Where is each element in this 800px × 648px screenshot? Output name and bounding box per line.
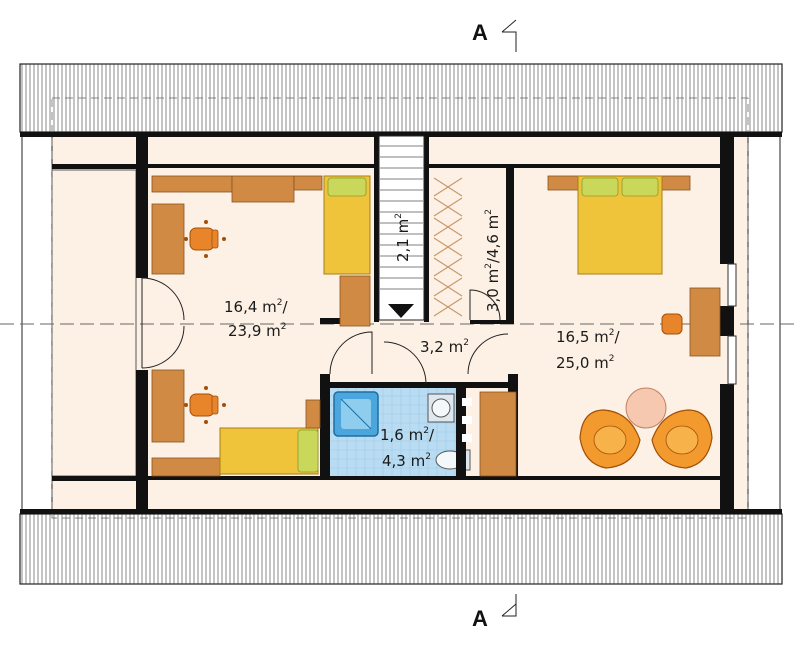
right-room-furniture	[479, 175, 721, 477]
coffee-table	[625, 387, 667, 429]
svg-text:4,3 m2: 4,3 m2	[382, 452, 431, 470]
shower-tray	[333, 391, 379, 437]
label-hall: 3,2 m2	[420, 338, 469, 356]
hall-doors	[329, 289, 509, 385]
wardrobe-rails	[433, 177, 463, 317]
section-label-bottom: A	[472, 606, 488, 631]
bathroom-column	[456, 388, 472, 478]
label-bathroom: 1,6 m2/ 4,3 m2	[380, 426, 435, 470]
armchair-right	[651, 409, 713, 469]
gable-right	[747, 131, 781, 515]
staircase	[378, 135, 425, 321]
svg-text:16,5 m2/: 16,5 m2/	[556, 328, 621, 346]
svg-text:1,6 m2/: 1,6 m2/	[380, 426, 435, 444]
svg-text:3,2 m2: 3,2 m2	[420, 338, 469, 356]
terrace-left	[51, 169, 137, 477]
label-stairs: 2,1 m2	[394, 213, 412, 262]
label-wardrobe: 3,0 m2/4,6 m2	[484, 209, 502, 312]
kneewall-line	[51, 97, 749, 519]
armchair-left	[579, 409, 641, 469]
left-room-furniture	[151, 175, 371, 477]
desk-chair-lower	[184, 386, 226, 424]
desk-chair-upper	[184, 220, 226, 258]
section-mark-bottom: A	[472, 594, 517, 631]
section-mark-top: A	[472, 19, 517, 52]
armchair-right-room-chair	[661, 313, 683, 335]
window-right-lower	[727, 335, 737, 385]
label-room-left: 16,4 m2/ 23,9 m2	[224, 298, 289, 340]
svg-text:25,0 m2: 25,0 m2	[556, 354, 615, 372]
label-room-right: 16,5 m2/ 25,0 m2	[556, 328, 621, 372]
window-right-upper	[727, 263, 737, 307]
terrace-door	[141, 277, 185, 369]
gable-left	[21, 131, 53, 515]
washbasin	[427, 393, 455, 423]
svg-text:16,4 m2/: 16,4 m2/	[224, 298, 289, 316]
svg-text:3,0 m2/4,6 m2: 3,0 m2/4,6 m2	[484, 209, 502, 312]
section-label-top: A	[472, 20, 488, 45]
roof-eave-bottom	[19, 513, 783, 585]
svg-text:23,9 m2: 23,9 m2	[228, 322, 287, 340]
svg-text:2,1 m2: 2,1 m2	[394, 213, 412, 262]
